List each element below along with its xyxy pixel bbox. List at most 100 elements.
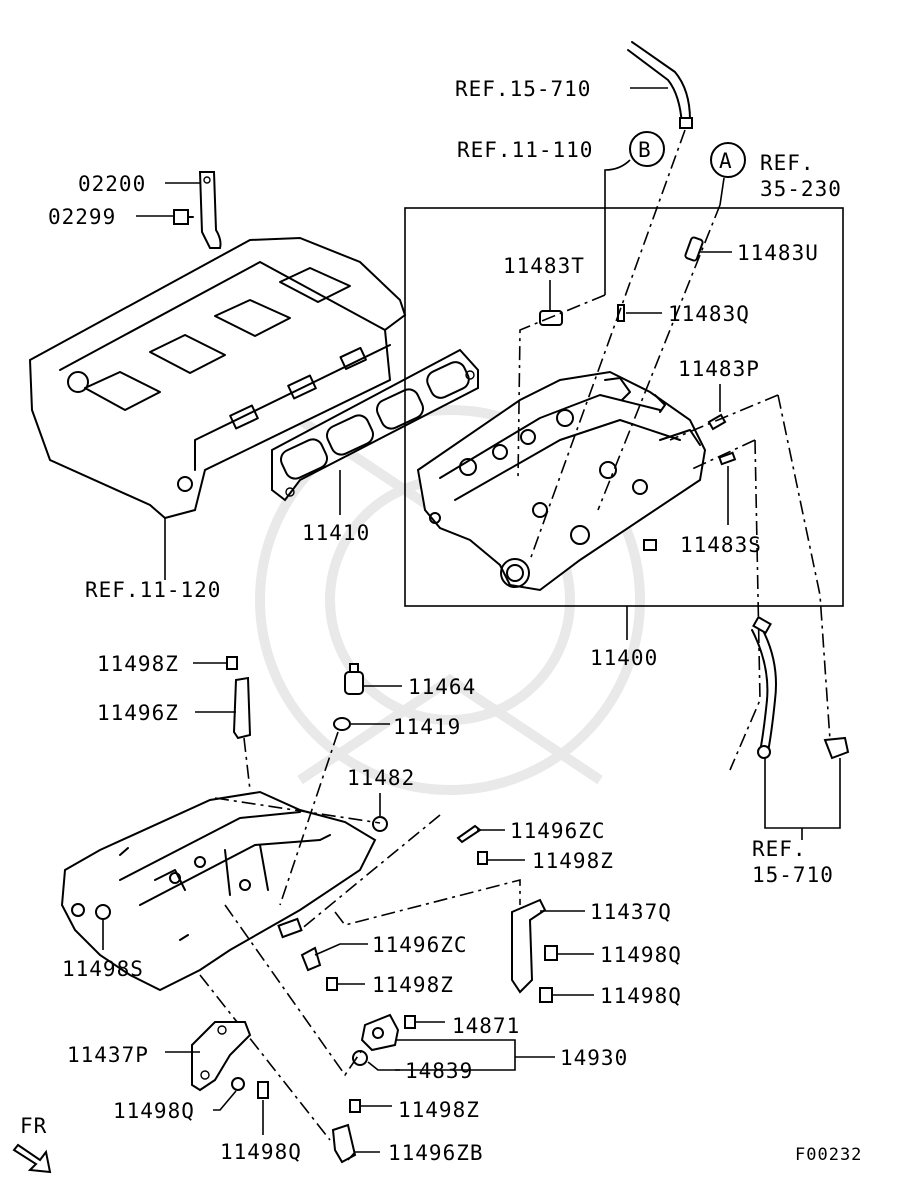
part-11482-label: 11482 — [347, 766, 415, 790]
front-direction-arrow-icon — [12, 1143, 52, 1174]
part-11498Q-c-label: 11498Q — [113, 1099, 195, 1123]
clip-11496ZC-lower — [300, 946, 322, 972]
part-11496ZC-b-label: 11496ZC — [372, 933, 468, 957]
dash-line-14839 — [224, 904, 363, 1077]
part-02299-label: 02299 — [48, 205, 116, 229]
ref-15-710-label-line1: REF. — [752, 837, 807, 861]
part-11400-label: 11400 — [590, 646, 658, 670]
leader-11496ZC-b — [314, 943, 368, 956]
dash-line-b — [517, 294, 606, 481]
part-11498Z-d-label: 11498Z — [398, 1098, 480, 1122]
ref-35-230-label-line1: REF. — [760, 151, 815, 175]
bolt-11498Z-upper — [226, 656, 238, 670]
intake-manifold-box — [404, 207, 844, 607]
part-11483S-label: 11483S — [680, 533, 762, 557]
dash-line-right-a — [777, 394, 831, 741]
oring-11419 — [333, 717, 351, 731]
part-11483Q-label: 11483Q — [668, 302, 750, 326]
fitting-11483P — [707, 413, 727, 431]
leader-14930 — [395, 1039, 555, 1071]
part-11496ZC-a-label: 11496ZC — [510, 819, 606, 843]
bolt-11498Z-mid — [477, 851, 488, 865]
marker-a-label: A — [719, 149, 733, 173]
diagram-code: F00232 — [795, 1145, 862, 1165]
bolt-11498Q-right-a — [544, 945, 558, 961]
ref-11-110-label: REF.11-110 — [457, 138, 593, 162]
part-11498Q-d-label: 11498Q — [220, 1140, 302, 1164]
part-11496ZB-label: 11496ZB — [388, 1141, 484, 1165]
nut-11482 — [372, 816, 388, 832]
bolt-11498Q-right-b — [539, 987, 553, 1003]
part-11437P-label: 11437P — [67, 1043, 149, 1067]
part-11419-label: 11419 — [393, 715, 461, 739]
dash-line-11483S — [689, 439, 756, 471]
bolt-11498Z-bottom — [349, 1099, 361, 1113]
sensor-11464 — [344, 663, 364, 695]
part-02200-label: 02200 — [78, 172, 146, 196]
bolt-11498Q-left — [231, 1077, 245, 1091]
part-11496Z-label: 11496Z — [97, 701, 179, 725]
oring-14839 — [352, 1050, 368, 1066]
leader-11496ZB — [347, 1151, 380, 1161]
leader-11498Q-c — [213, 1090, 237, 1111]
fitting-11483U — [684, 236, 704, 262]
bracket-11496Z — [232, 676, 252, 740]
lifting-bracket-02200 — [198, 171, 222, 249]
part-11498Q-b-label: 11498Q — [600, 984, 682, 1008]
leader-ref-15-710-right — [764, 758, 841, 840]
vacuum-hose — [751, 615, 850, 760]
dash-line-11496Z — [243, 737, 251, 791]
dash-line-11496ZB — [199, 974, 331, 1141]
ref-35-230-label-line2: 35-230 — [760, 177, 842, 201]
bracket-11437P — [191, 1021, 252, 1092]
bolt-02299 — [173, 209, 194, 225]
intake-manifold — [416, 370, 707, 592]
cylinder-head — [28, 236, 407, 520]
part-11410-label: 11410 — [302, 521, 370, 545]
bracket-11437Q — [511, 898, 547, 994]
dash-line-11419 — [279, 731, 339, 906]
leader-marker-a — [719, 177, 725, 206]
fitting-11483Q — [617, 304, 625, 322]
part-11498Z-b-label: 11498Z — [532, 849, 614, 873]
part-11483U-label: 11483U — [737, 241, 819, 265]
lower-intake-manifold — [60, 790, 377, 992]
bolt-11498S — [95, 904, 111, 920]
bolt-14871 — [404, 1015, 416, 1029]
dash-line-11482 — [214, 797, 381, 824]
bolt-11498Q-lower — [257, 1081, 269, 1099]
sensor-14930 — [360, 1013, 400, 1052]
leader-14839 — [367, 1061, 400, 1071]
part-11437Q-label: 11437Q — [590, 900, 672, 924]
part-14871-label: 14871 — [452, 1014, 520, 1038]
bolt-11498Z-lowermid — [326, 977, 338, 991]
part-11498S-label: 11498S — [62, 957, 144, 981]
dash-line-pipe — [529, 129, 686, 561]
part-11464-label: 11464 — [408, 675, 476, 699]
dash-line-11496ZC — [299, 814, 441, 931]
part-11483P-label: 11483P — [678, 357, 760, 381]
dash-line-11483P — [669, 394, 779, 441]
part-11498Z-c-label: 11498Z — [372, 973, 454, 997]
dash-line-right-b — [729, 439, 761, 771]
top-vacuum-pipe — [627, 41, 693, 129]
leader-marker-b — [604, 159, 631, 295]
part-14839-label: 14839 — [405, 1059, 473, 1083]
part-11483T-label: 11483T — [503, 254, 585, 278]
part-14930-label: 14930 — [560, 1046, 628, 1070]
marker-b-circle — [629, 131, 665, 167]
part-11498Q-a-label: 11498Q — [600, 943, 682, 967]
fitting-11483S — [718, 451, 737, 466]
ref-15-710-label-line2: 15-710 — [752, 863, 834, 887]
ref-15-710-top-label: REF.15-710 — [455, 77, 591, 101]
part-11498Z-a-label: 11498Z — [97, 652, 179, 676]
ref-11-120-label: REF.11-120 — [85, 578, 221, 602]
marker-b-label: B — [638, 138, 652, 162]
clip-11496ZC-upper — [456, 824, 482, 844]
front-direction-label: FR — [20, 1114, 47, 1138]
marker-a-circle — [710, 142, 746, 178]
intake-gasket-11410 — [271, 348, 479, 502]
dash-line-a — [597, 204, 721, 511]
dash-line-11437Q — [334, 878, 521, 926]
